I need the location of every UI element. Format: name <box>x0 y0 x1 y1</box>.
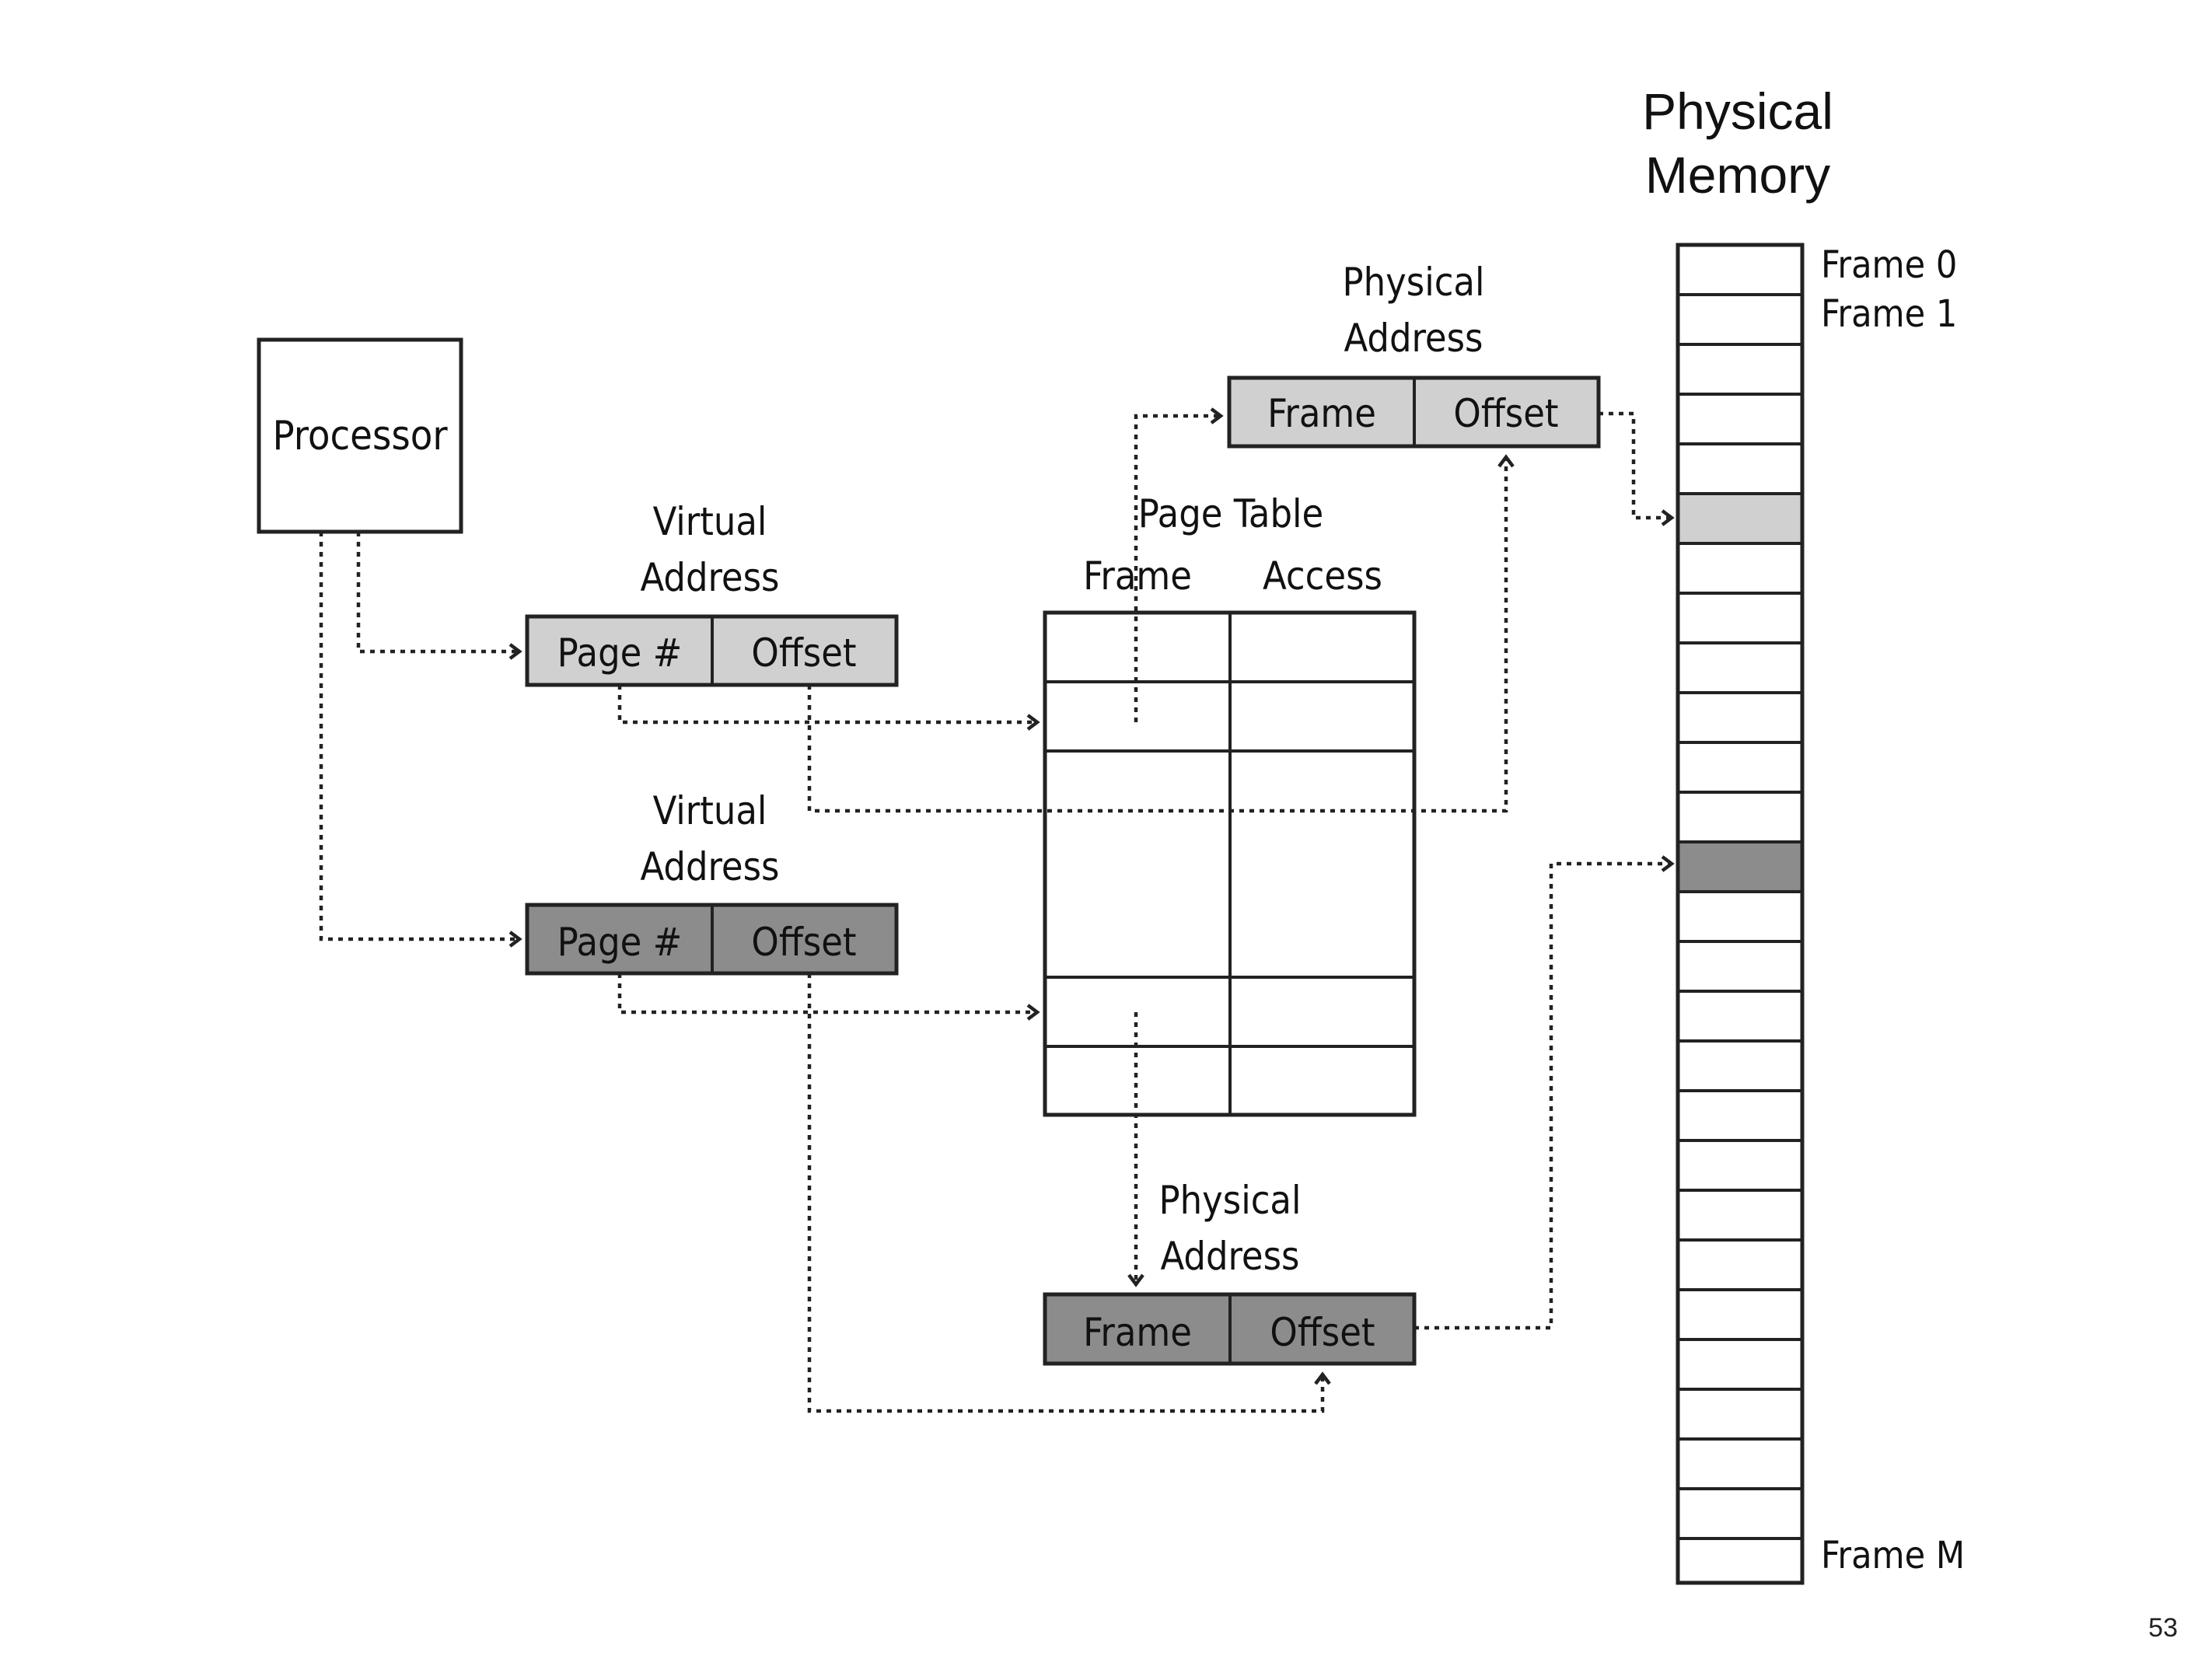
arrowhead-right <box>1026 1004 1040 1021</box>
arrowhead-right <box>1661 509 1675 526</box>
virtual-address-bottom-title-2: Address <box>641 844 780 889</box>
arrowhead-right <box>1210 407 1224 424</box>
virtual-address-top: Virtual Address Page # Offset <box>525 499 899 687</box>
arrowhead-right <box>508 643 522 660</box>
physical-address-bottom: Physical Address Frame Offset <box>1043 1178 1417 1366</box>
physical-address-top-title-1: Physical <box>1343 260 1485 305</box>
memory-frame-highlight-light <box>1678 494 1802 544</box>
processor: Processor <box>257 337 463 534</box>
physical-memory-column <box>1676 243 1805 1585</box>
frame-1-label: Frame 1 <box>1821 292 1957 336</box>
offset-top-to-physical-top-path <box>807 460 1508 813</box>
page-number-top-to-table-path <box>617 685 1034 725</box>
page-table: Page Table Frame Access <box>1043 491 1417 1117</box>
virtual-address-bottom-offset-field: Offset <box>751 920 856 965</box>
physical-address-bottom-title-1: Physical <box>1159 1178 1302 1223</box>
physical-address-top-title-2: Address <box>1344 316 1483 361</box>
arrowhead-right <box>508 931 522 948</box>
processor-box <box>257 337 463 534</box>
physical-address-bottom-frame-field: Frame <box>1083 1310 1192 1355</box>
physical-address-top: Physical Address Frame Offset <box>1227 260 1601 449</box>
virtual-address-bottom-page-field: Page # <box>557 920 683 965</box>
physical-address-bottom-offset-field: Offset <box>1270 1310 1375 1355</box>
physical-memory-title-2: Memory <box>1645 146 1830 204</box>
physical-address-top-offset-field: Offset <box>1453 391 1558 436</box>
page-table-title: Page Table <box>1138 491 1323 536</box>
processor-to-virtual-top-path <box>356 532 516 654</box>
arrowhead-up <box>1314 1371 1331 1385</box>
connectors <box>319 407 1675 1413</box>
physical-memory-title-1: Physical <box>1642 82 1833 140</box>
slide-number: 53 <box>2148 1613 2178 1643</box>
physical-address-top-frame-field: Frame <box>1267 391 1376 436</box>
virtual-address-top-title-2: Address <box>641 555 780 600</box>
arrowhead-right <box>1026 714 1040 731</box>
physical-memory: Physical Memory Frame 0 Frame 1 Frame M <box>1642 82 1965 1585</box>
arrowhead-up <box>1497 454 1515 468</box>
memory-frame-highlight-dark <box>1678 841 1802 891</box>
frame-m-label: Frame M <box>1821 1534 1965 1577</box>
virtual-address-top-page-field: Page # <box>557 630 683 676</box>
arrowhead-down <box>1127 1273 1144 1287</box>
page-number-bottom-to-table-path <box>617 973 1034 1015</box>
physical-top-to-memory-path <box>1599 411 1669 520</box>
memory-frame-dividers <box>1678 293 1802 1540</box>
processor-to-virtual-bottom-path <box>319 532 516 941</box>
physical-address-bottom-title-2: Address <box>1161 1234 1300 1279</box>
physical-bottom-to-memory-path <box>1414 861 1669 1330</box>
arrowhead-right <box>1661 855 1675 872</box>
virtual-address-bottom-title-1: Virtual <box>653 788 767 833</box>
page-table-access-header: Access <box>1263 554 1382 599</box>
processor-label: Processor <box>272 413 448 459</box>
frame-0-label: Frame 0 <box>1821 243 1957 287</box>
table-to-physical-top-path <box>1134 414 1218 722</box>
virtual-address-bottom: Virtual Address Page # Offset <box>525 788 899 976</box>
virtual-address-top-offset-field: Offset <box>751 630 856 676</box>
virtual-address-top-title-1: Virtual <box>653 499 767 544</box>
